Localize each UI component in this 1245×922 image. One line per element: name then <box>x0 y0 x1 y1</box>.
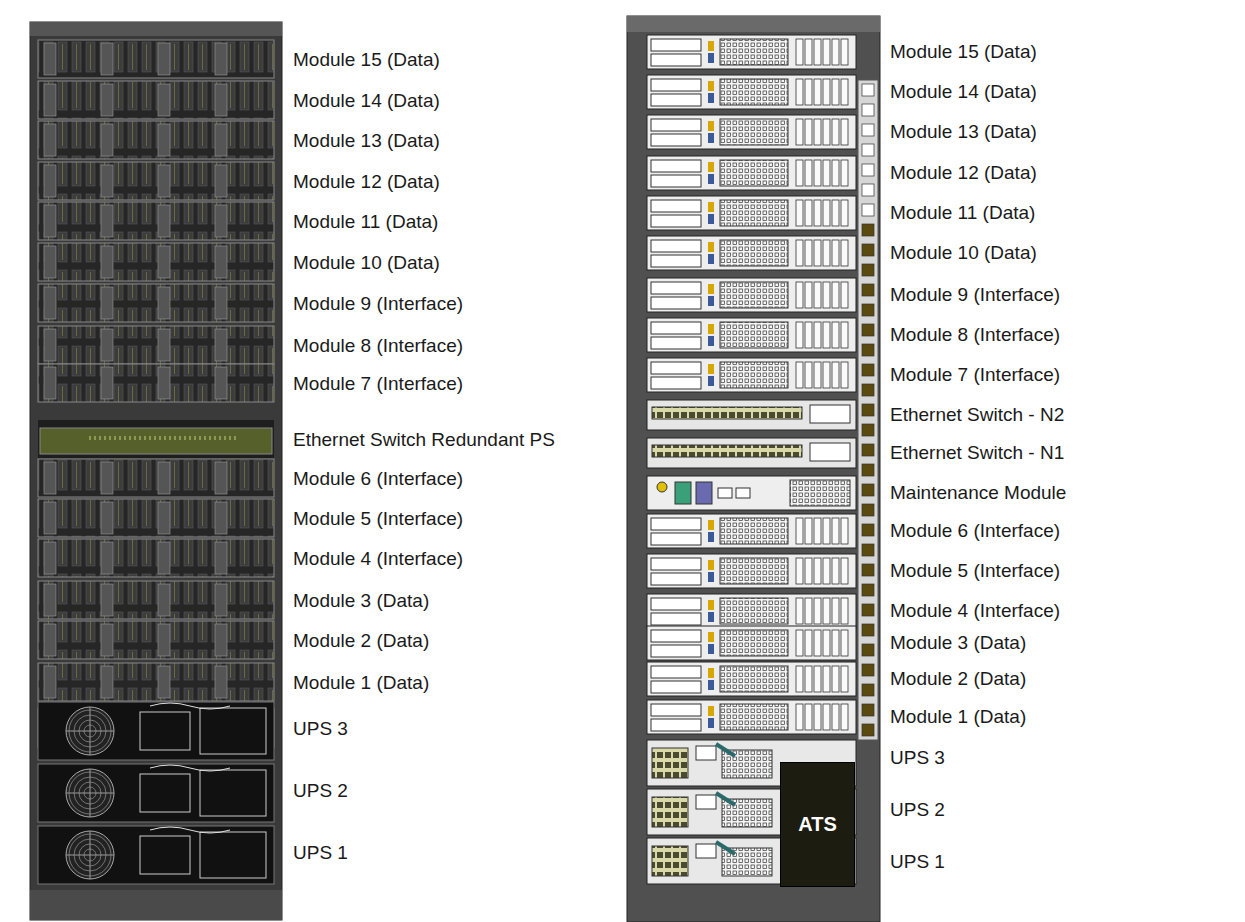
component-label: Module 12 (Data) <box>293 172 440 193</box>
component-label: Module 6 (Interface) <box>890 521 1060 542</box>
component-label: UPS 1 <box>890 852 945 873</box>
component-label: UPS 2 <box>890 800 945 821</box>
component-label: Module 11 (Data) <box>293 212 438 233</box>
component-label: Module 3 (Data) <box>293 591 429 612</box>
component-label: Module 12 (Data) <box>890 163 1037 184</box>
component-label: UPS 3 <box>890 748 945 769</box>
component-label: Ethernet Switch - N2 <box>890 405 1064 426</box>
component-label: Module 3 (Data) <box>890 633 1026 654</box>
component-label: Module 9 (Interface) <box>293 294 463 315</box>
node-text: ATS <box>798 813 837 836</box>
component-label: Module 10 (Data) <box>890 243 1037 264</box>
component-label: Module 4 (Interface) <box>890 601 1060 622</box>
component-label: Module 13 (Data) <box>293 131 440 152</box>
component-label: Module 11 (Data) <box>890 203 1035 224</box>
component-label: Module 2 (Data) <box>293 631 429 652</box>
component-label: UPS 2 <box>293 781 348 802</box>
component-label: Ethernet Switch - N1 <box>890 443 1064 464</box>
component-label: UPS 3 <box>293 719 348 740</box>
component-label: Module 6 (Interface) <box>293 469 463 490</box>
component-label: Module 9 (Interface) <box>890 285 1060 306</box>
component-label: Ethernet Switch Redundant PS <box>293 430 555 451</box>
component-label: Module 13 (Data) <box>890 122 1037 143</box>
component-label: Module 5 (Interface) <box>890 561 1060 582</box>
component-label: UPS 1 <box>293 843 348 864</box>
ats-box: ATS <box>780 762 855 887</box>
component-label: Module 7 (Interface) <box>293 374 463 395</box>
component-label: Module 2 (Data) <box>890 669 1026 690</box>
component-label: Module 7 (Interface) <box>890 365 1060 386</box>
component-label: Module 14 (Data) <box>890 82 1037 103</box>
component-label: Module 15 (Data) <box>890 42 1037 63</box>
component-label: Module 14 (Data) <box>293 91 440 112</box>
component-label: Module 1 (Data) <box>890 707 1026 728</box>
component-label: Module 5 (Interface) <box>293 509 463 530</box>
component-label: Module 10 (Data) <box>293 253 440 274</box>
component-label: Maintenance Module <box>890 483 1066 504</box>
component-label: Module 8 (Interface) <box>890 325 1060 346</box>
component-label: Module 15 (Data) <box>293 50 440 71</box>
component-label: Module 4 (Interface) <box>293 549 463 570</box>
component-label: Module 8 (Interface) <box>293 336 463 357</box>
component-label: Module 1 (Data) <box>293 673 429 694</box>
